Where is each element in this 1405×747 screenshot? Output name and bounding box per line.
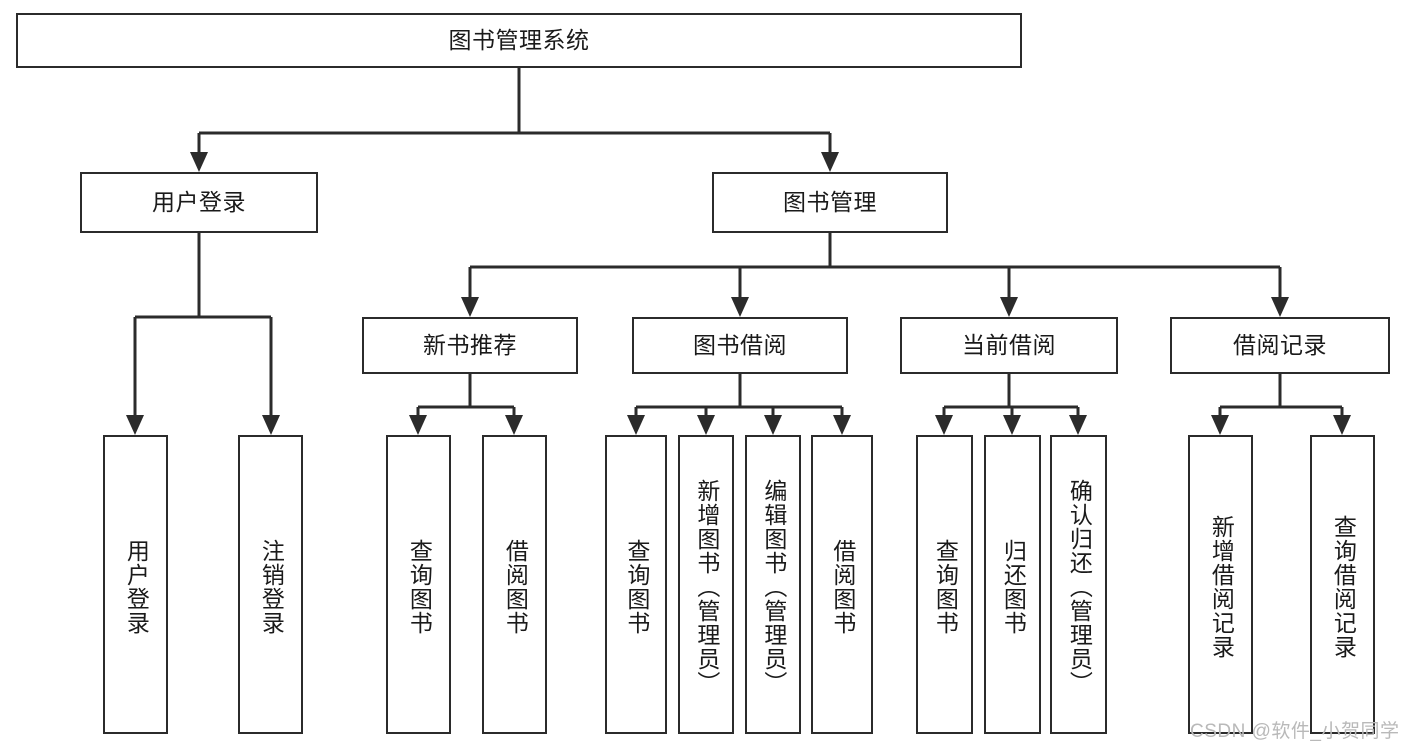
arrowhead-icon bbox=[833, 415, 851, 435]
node-label: 图书管理系统 bbox=[448, 26, 590, 53]
node-label: 图书管理 bbox=[783, 188, 877, 215]
arrowhead-icon bbox=[764, 415, 782, 435]
node-label: 新书推荐 bbox=[423, 331, 517, 358]
node-label: 当前借阅 bbox=[962, 331, 1056, 358]
node-label: 查询图书 bbox=[406, 538, 433, 635]
arrowhead-icon bbox=[505, 415, 523, 435]
arrowhead-icon bbox=[190, 152, 208, 172]
node-leaf-11[interactable]: 确认归还（管理员） bbox=[1050, 435, 1107, 734]
arrowhead-icon bbox=[1211, 415, 1229, 435]
node-leaf-8[interactable]: 借阅图书 bbox=[811, 435, 873, 734]
node-label: 借阅图书 bbox=[829, 538, 856, 635]
node-label: 查询借阅记录 bbox=[1330, 514, 1357, 659]
node-label: 借阅记录 bbox=[1233, 331, 1327, 358]
node-leaf-10[interactable]: 归还图书 bbox=[984, 435, 1041, 734]
node-current-borrow[interactable]: 当前借阅 bbox=[900, 317, 1118, 374]
watermark-text: CSDN @软件_小贺同学 bbox=[1190, 721, 1400, 742]
arrowhead-icon bbox=[1000, 297, 1018, 317]
arrowhead-icon bbox=[627, 415, 645, 435]
node-label: 注销登录 bbox=[258, 538, 285, 635]
node-label: 编辑图书（管理员） bbox=[760, 478, 787, 695]
arrowhead-icon bbox=[262, 415, 280, 435]
node-leaf-7[interactable]: 编辑图书（管理员） bbox=[745, 435, 801, 734]
node-book-borrow[interactable]: 图书借阅 bbox=[632, 317, 848, 374]
node-label: 查询图书 bbox=[932, 538, 959, 635]
node-label: 归还图书 bbox=[1000, 538, 1027, 635]
arrowhead-icon bbox=[821, 152, 839, 172]
node-leaf-13[interactable]: 查询借阅记录 bbox=[1310, 435, 1375, 734]
arrowhead-icon bbox=[697, 415, 715, 435]
node-label: 图书借阅 bbox=[693, 331, 787, 358]
arrowhead-icon bbox=[1333, 415, 1351, 435]
node-leaf-4[interactable]: 借阅图书 bbox=[482, 435, 547, 734]
arrowhead-icon bbox=[1069, 415, 1087, 435]
node-label: 查询图书 bbox=[623, 538, 650, 635]
node-label: 新增图书（管理员） bbox=[693, 478, 720, 695]
arrowhead-icon bbox=[126, 415, 144, 435]
node-leaf-1[interactable]: 用户登录 bbox=[103, 435, 168, 734]
node-leaf-9[interactable]: 查询图书 bbox=[916, 435, 973, 734]
node-new-book-rec[interactable]: 新书推荐 bbox=[362, 317, 578, 374]
node-root[interactable]: 图书管理系统 bbox=[16, 13, 1022, 68]
node-leaf-6[interactable]: 新增图书（管理员） bbox=[678, 435, 734, 734]
arrowhead-icon bbox=[1003, 415, 1021, 435]
node-leaf-12[interactable]: 新增借阅记录 bbox=[1188, 435, 1253, 734]
node-book-manage[interactable]: 图书管理 bbox=[712, 172, 948, 233]
node-label: 借阅图书 bbox=[502, 538, 529, 635]
arrowhead-icon bbox=[935, 415, 953, 435]
node-leaf-3[interactable]: 查询图书 bbox=[386, 435, 451, 734]
node-label: 确认归还（管理员） bbox=[1066, 478, 1093, 695]
arrowhead-icon bbox=[1271, 297, 1289, 317]
node-label: 用户登录 bbox=[152, 188, 246, 215]
arrowhead-icon bbox=[409, 415, 427, 435]
arrowhead-icon bbox=[461, 297, 479, 317]
node-borrow-record[interactable]: 借阅记录 bbox=[1170, 317, 1390, 374]
node-leaf-2[interactable]: 注销登录 bbox=[238, 435, 303, 734]
arrowhead-icon bbox=[731, 297, 749, 317]
node-label: 用户登录 bbox=[123, 538, 150, 635]
node-leaf-5[interactable]: 查询图书 bbox=[605, 435, 667, 734]
node-label: 新增借阅记录 bbox=[1208, 514, 1235, 659]
node-user-login[interactable]: 用户登录 bbox=[80, 172, 318, 233]
